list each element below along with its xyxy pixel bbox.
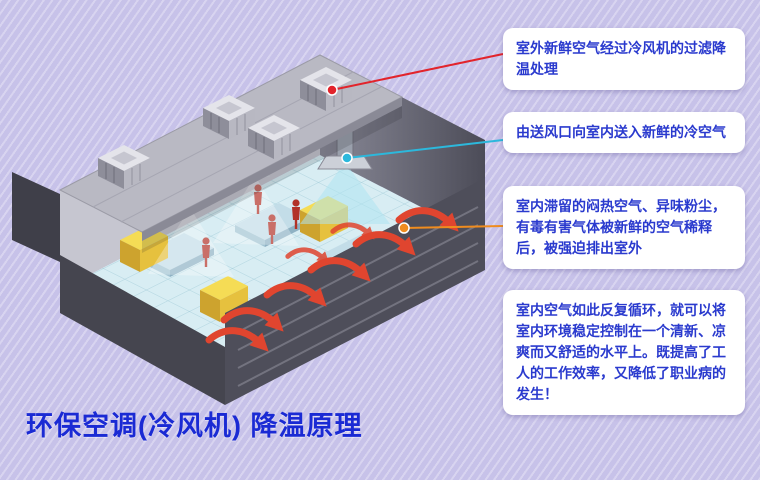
callout-exhaust-air: 室内滞留的闷热空气、异味粉尘，有毒有害气体被新鲜的空气稀释后，被强迫排出室外 (503, 186, 745, 269)
front-left-wall (60, 255, 225, 405)
leader-line-exhaust (403, 225, 504, 229)
marker-dot-fresh-air (326, 84, 338, 96)
louver (237, 260, 479, 387)
louver (237, 224, 479, 351)
callout-air-cycle: 室内空气如此反复循环，就可以将室内环境稳定控制在一个清新、凉爽而又舒适的水平上。… (503, 290, 745, 415)
marker-dot-supply-air (341, 152, 353, 164)
air-cone (213, 176, 299, 246)
cool-air-cone (300, 162, 390, 224)
leader-lines (326, 53, 504, 234)
roof-seam (120, 86, 382, 223)
callout-fresh-air-intake: 室外新鲜空气经过冷风机的过滤降温处理 (503, 28, 745, 90)
leader-line-supply-air (346, 139, 504, 159)
front-right-wall (225, 178, 485, 405)
leader-line-fresh-air (331, 53, 504, 91)
louvered-wall (225, 178, 485, 405)
air-cone (148, 208, 234, 277)
callout-supply-air: 由送风口向室内送入新鲜的冷空气 (503, 112, 745, 153)
page-title: 环保空调(冷风机) 降温原理 (26, 411, 363, 441)
louver (237, 242, 479, 369)
left-wall (12, 172, 60, 262)
marker-dot-exhaust (398, 222, 410, 234)
roof-edge (142, 97, 402, 241)
roof-shadow (142, 106, 402, 253)
